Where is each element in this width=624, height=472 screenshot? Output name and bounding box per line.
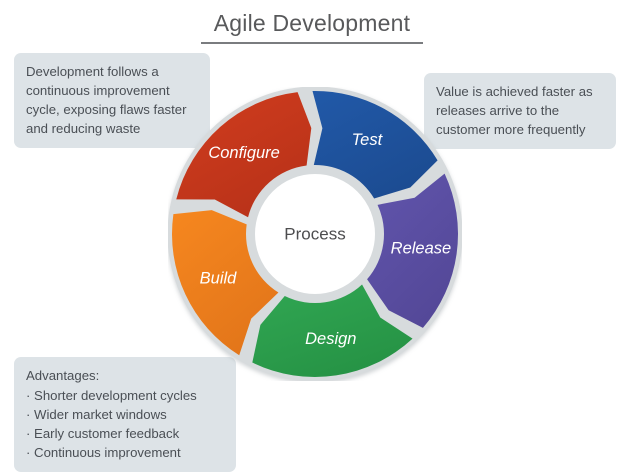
callout-continuous-improvement: Development follows a continuous improve… [14,53,210,148]
wheel-segment-label-build: Build [200,270,238,288]
wheel-segment-label-configure: Configure [208,144,280,162]
advantages-item: · Continuous improvement [26,445,181,460]
advantages-item: · Shorter development cycles [26,388,197,403]
callout-advantages: Advantages: · Shorter development cycles… [14,357,236,472]
wheel-center-disc [249,168,381,300]
advantages-item: · Wider market windows [26,407,167,422]
title-underline-rule [201,42,423,44]
wheel-segment-configure[interactable] [176,92,312,218]
advantages-heading: Advantages: [26,368,100,383]
advantages-item: · Early customer feedback [26,426,180,441]
wheel-center-label: Process [284,224,345,243]
title-block: Agile Development [0,8,624,44]
wheel-segment-test[interactable] [312,91,438,199]
wheel-segment-label-design: Design [305,330,356,348]
wheel-segment-label-test: Test [352,131,384,149]
wheel-segment-release[interactable] [367,173,458,328]
callout-value-delivery: Value is achieved faster as releases arr… [424,73,616,149]
wheel-segment-design[interactable] [252,284,413,377]
wheel-segment-build[interactable] [172,210,279,356]
wheel-segment-label-release: Release [391,239,452,257]
page-title: Agile Development [213,10,411,36]
